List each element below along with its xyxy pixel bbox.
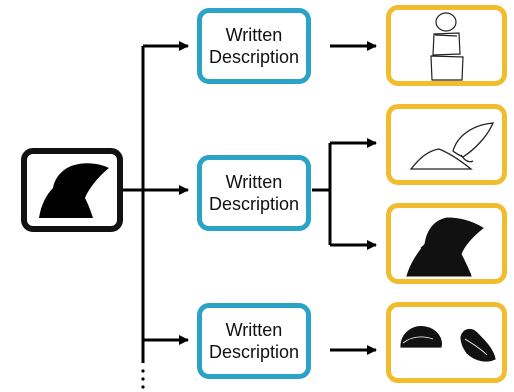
description-box-3: Written Description [197,303,311,379]
sketch-box-3 [386,203,507,284]
description-text-3: Written Description [208,320,300,362]
two-blobs-sketch-icon [400,326,496,362]
filled-shape-sketch-icon [406,217,484,277]
source-image-box [21,148,123,232]
description-box-1: Written Description [197,8,311,84]
outline-shape-sketch-icon [409,122,495,170]
sketch-box-4 [386,302,507,383]
black-shape-silhouette-icon [39,163,109,218]
description-text-2: Written Description [208,172,300,214]
description-box-2: Written Description [197,155,311,231]
more-rows-ellipsis-icon [141,369,145,389]
description-text-1: Written Description [208,25,300,67]
sketch-box-1 [386,5,507,86]
sketch-box-2 [386,104,507,185]
stacked-shapes-sketch-icon [430,12,464,81]
